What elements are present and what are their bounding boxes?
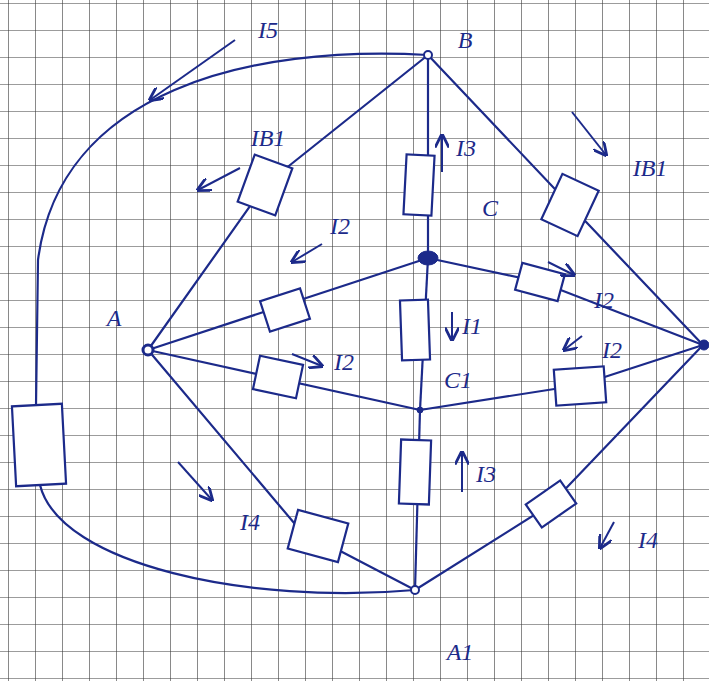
node-label: C	[482, 196, 498, 220]
current-arrow	[292, 244, 322, 262]
wire	[415, 345, 703, 590]
junctions	[143, 51, 709, 594]
wire	[420, 345, 703, 410]
node-label: C1	[444, 368, 472, 392]
current-label: I2	[330, 214, 350, 238]
node-label: A	[107, 306, 122, 330]
resistor-symbol	[400, 300, 430, 361]
wire	[36, 54, 428, 405]
junction-dot	[417, 407, 423, 413]
current-arrows	[150, 40, 614, 548]
current-label: I5	[258, 18, 278, 42]
current-arrow	[292, 354, 322, 366]
junction-dot	[699, 340, 709, 350]
node-label: B	[458, 28, 473, 52]
current-arrow	[150, 40, 235, 100]
current-label: I4	[240, 510, 260, 534]
current-arrow	[548, 262, 574, 275]
current-label: I3	[476, 462, 496, 486]
wires	[36, 54, 703, 593]
wire	[148, 55, 428, 350]
current-label: I1	[462, 314, 482, 338]
resistor-symbol	[12, 404, 66, 487]
resistor-symbol	[253, 356, 303, 398]
current-arrow	[461, 452, 463, 492]
node-label: A1	[447, 640, 474, 664]
current-label: I3	[456, 136, 476, 160]
current-label: IB1	[251, 126, 286, 150]
current-label: IB1	[633, 156, 668, 180]
resistor-symbol	[238, 155, 293, 216]
wire	[428, 55, 703, 345]
resistor-symbol	[541, 174, 598, 236]
resistor-symbol	[554, 366, 606, 405]
resistor-symbol	[526, 480, 576, 527]
current-arrow	[572, 112, 606, 155]
current-arrow	[441, 135, 443, 172]
wire	[428, 258, 703, 345]
wire	[40, 485, 415, 593]
current-label: I2	[334, 350, 354, 374]
junction-dot	[424, 51, 432, 59]
wire	[148, 350, 420, 410]
resistor-symbol	[288, 510, 349, 562]
current-label: I2	[602, 338, 622, 362]
current-arrow	[178, 462, 212, 500]
junction-dot	[143, 345, 153, 355]
current-arrow	[451, 312, 453, 340]
junction-dot	[418, 251, 438, 265]
current-arrow	[198, 168, 240, 190]
current-label: I2	[594, 288, 614, 312]
resistor-symbol	[515, 263, 565, 301]
wire	[148, 350, 415, 590]
resistor-symbol	[403, 154, 434, 215]
resistor-symbol	[260, 288, 310, 331]
resistor-symbol	[399, 439, 431, 504]
current-arrow	[600, 522, 614, 548]
current-label: I4	[638, 528, 658, 552]
wire	[148, 258, 428, 350]
resistors	[12, 154, 606, 562]
junction-dot	[411, 586, 419, 594]
current-arrow	[564, 336, 582, 350]
